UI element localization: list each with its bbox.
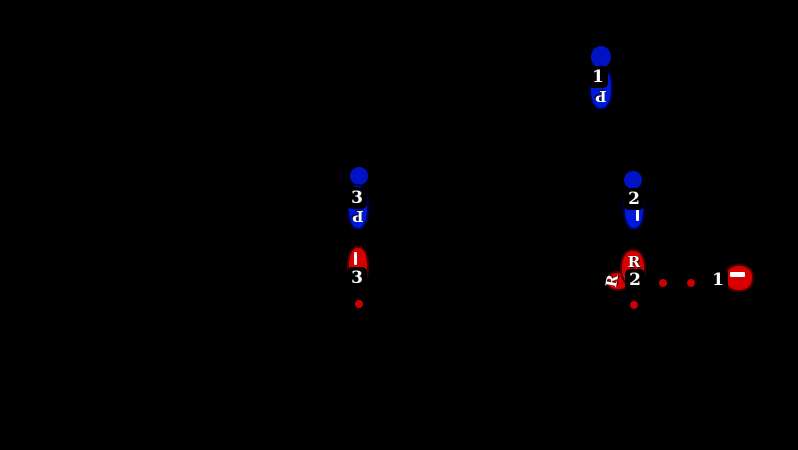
- player-red-2-number-plate: 2: [625, 269, 645, 291]
- player-red-2-number: 2: [629, 269, 641, 290]
- trail-dot-4: [687, 279, 695, 287]
- trail-dot-2: [630, 301, 638, 309]
- player-red-1-direction-mark: [730, 272, 745, 277]
- player-blue-2-number-plate: 2: [624, 188, 644, 210]
- trail-dot-3: [659, 279, 667, 287]
- player-blue-3-head-icon: [350, 167, 368, 185]
- player-red-1-body[interactable]: [724, 264, 754, 292]
- player-blue-1-number-plate: 1: [588, 66, 608, 88]
- player-blue-1-number: 1: [592, 66, 604, 87]
- player-blue-2-direction-mark: [636, 208, 639, 221]
- player-red-2-team-letter: R: [627, 252, 641, 271]
- player-red-3-number-plate: 3: [347, 267, 367, 289]
- player-blue-3-team-letter: P: [352, 207, 364, 226]
- player-red-3-number: 3: [351, 267, 363, 288]
- player-red-1-number-plate: 1: [708, 269, 728, 291]
- player-blue-2-number: 2: [628, 188, 640, 209]
- player-red-3-direction-mark: [354, 252, 357, 265]
- player-blue-2-head-icon: [624, 171, 642, 189]
- player-blue-3-number: 3: [351, 187, 363, 208]
- player-red-1-number: 1: [712, 269, 724, 290]
- player-blue-1-team-letter: P: [595, 87, 607, 106]
- player-blue-1-head-icon: [591, 46, 611, 68]
- trail-dot-1: [355, 300, 363, 308]
- player-red-side-team-letter: R: [601, 273, 622, 289]
- player-blue-3-number-plate: 3: [347, 187, 367, 209]
